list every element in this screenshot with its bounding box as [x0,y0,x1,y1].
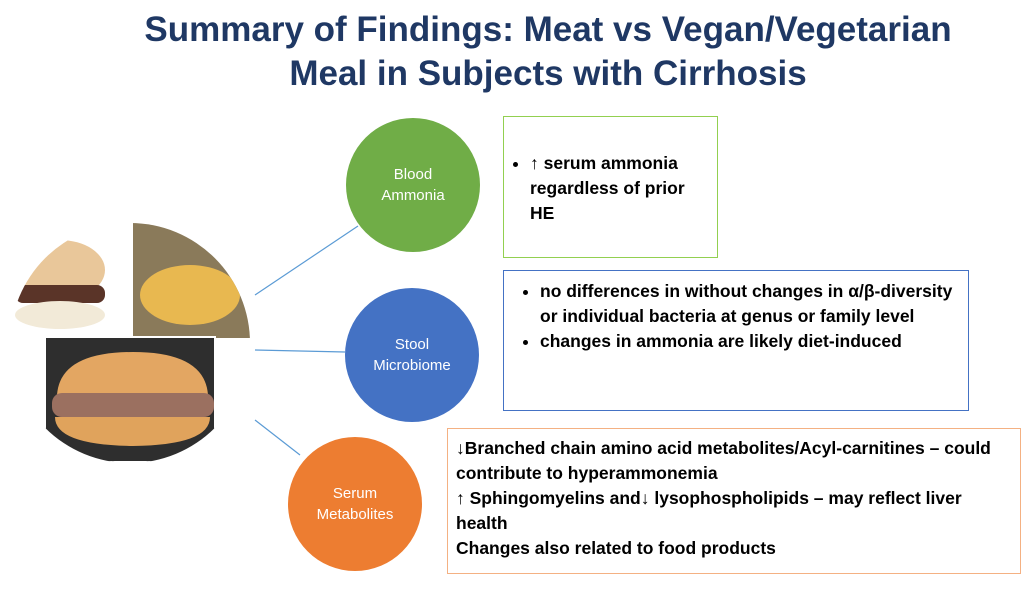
stool-microbiome-findings: no differences in without changes in α/β… [503,270,969,411]
finding-item: ↓Branched chain amino acid metabolites/A… [456,438,991,483]
blood-ammonia-findings: ↑ serum ammonia regardless of prior HE [503,116,718,258]
node-label: Stool [394,336,430,353]
slide-title-line-2: Meal in Subjects with Cirrhosis [289,54,807,93]
node-label: Microbiome [373,357,451,374]
finding-item: Changes also related to food products [456,538,776,558]
node-label: Serum [332,485,378,502]
connector-blood-ammonia [254,225,359,296]
finding-item: changes in ammonia are likely diet-induc… [540,329,958,354]
slide-title-line-1: Summary of Findings: Meat vs Vegan/Veget… [144,10,952,49]
node-label: Metabolites [316,506,394,523]
node-label: Ammonia [381,187,445,204]
finding-item: no differences in without changes in α/β… [540,279,958,329]
serum-metabolites-findings: ↓Branched chain amino acid metabolites/A… [447,428,1021,574]
connector-stool-microbiome [254,349,346,353]
node-label: Blood [393,166,433,183]
connector-serum-metabolites [254,419,301,456]
finding-item: ↑ Sphingomyelins and↓ lysophospholipids … [456,488,962,533]
finding-item: ↑ serum ammonia regardless of prior HE [530,151,707,226]
